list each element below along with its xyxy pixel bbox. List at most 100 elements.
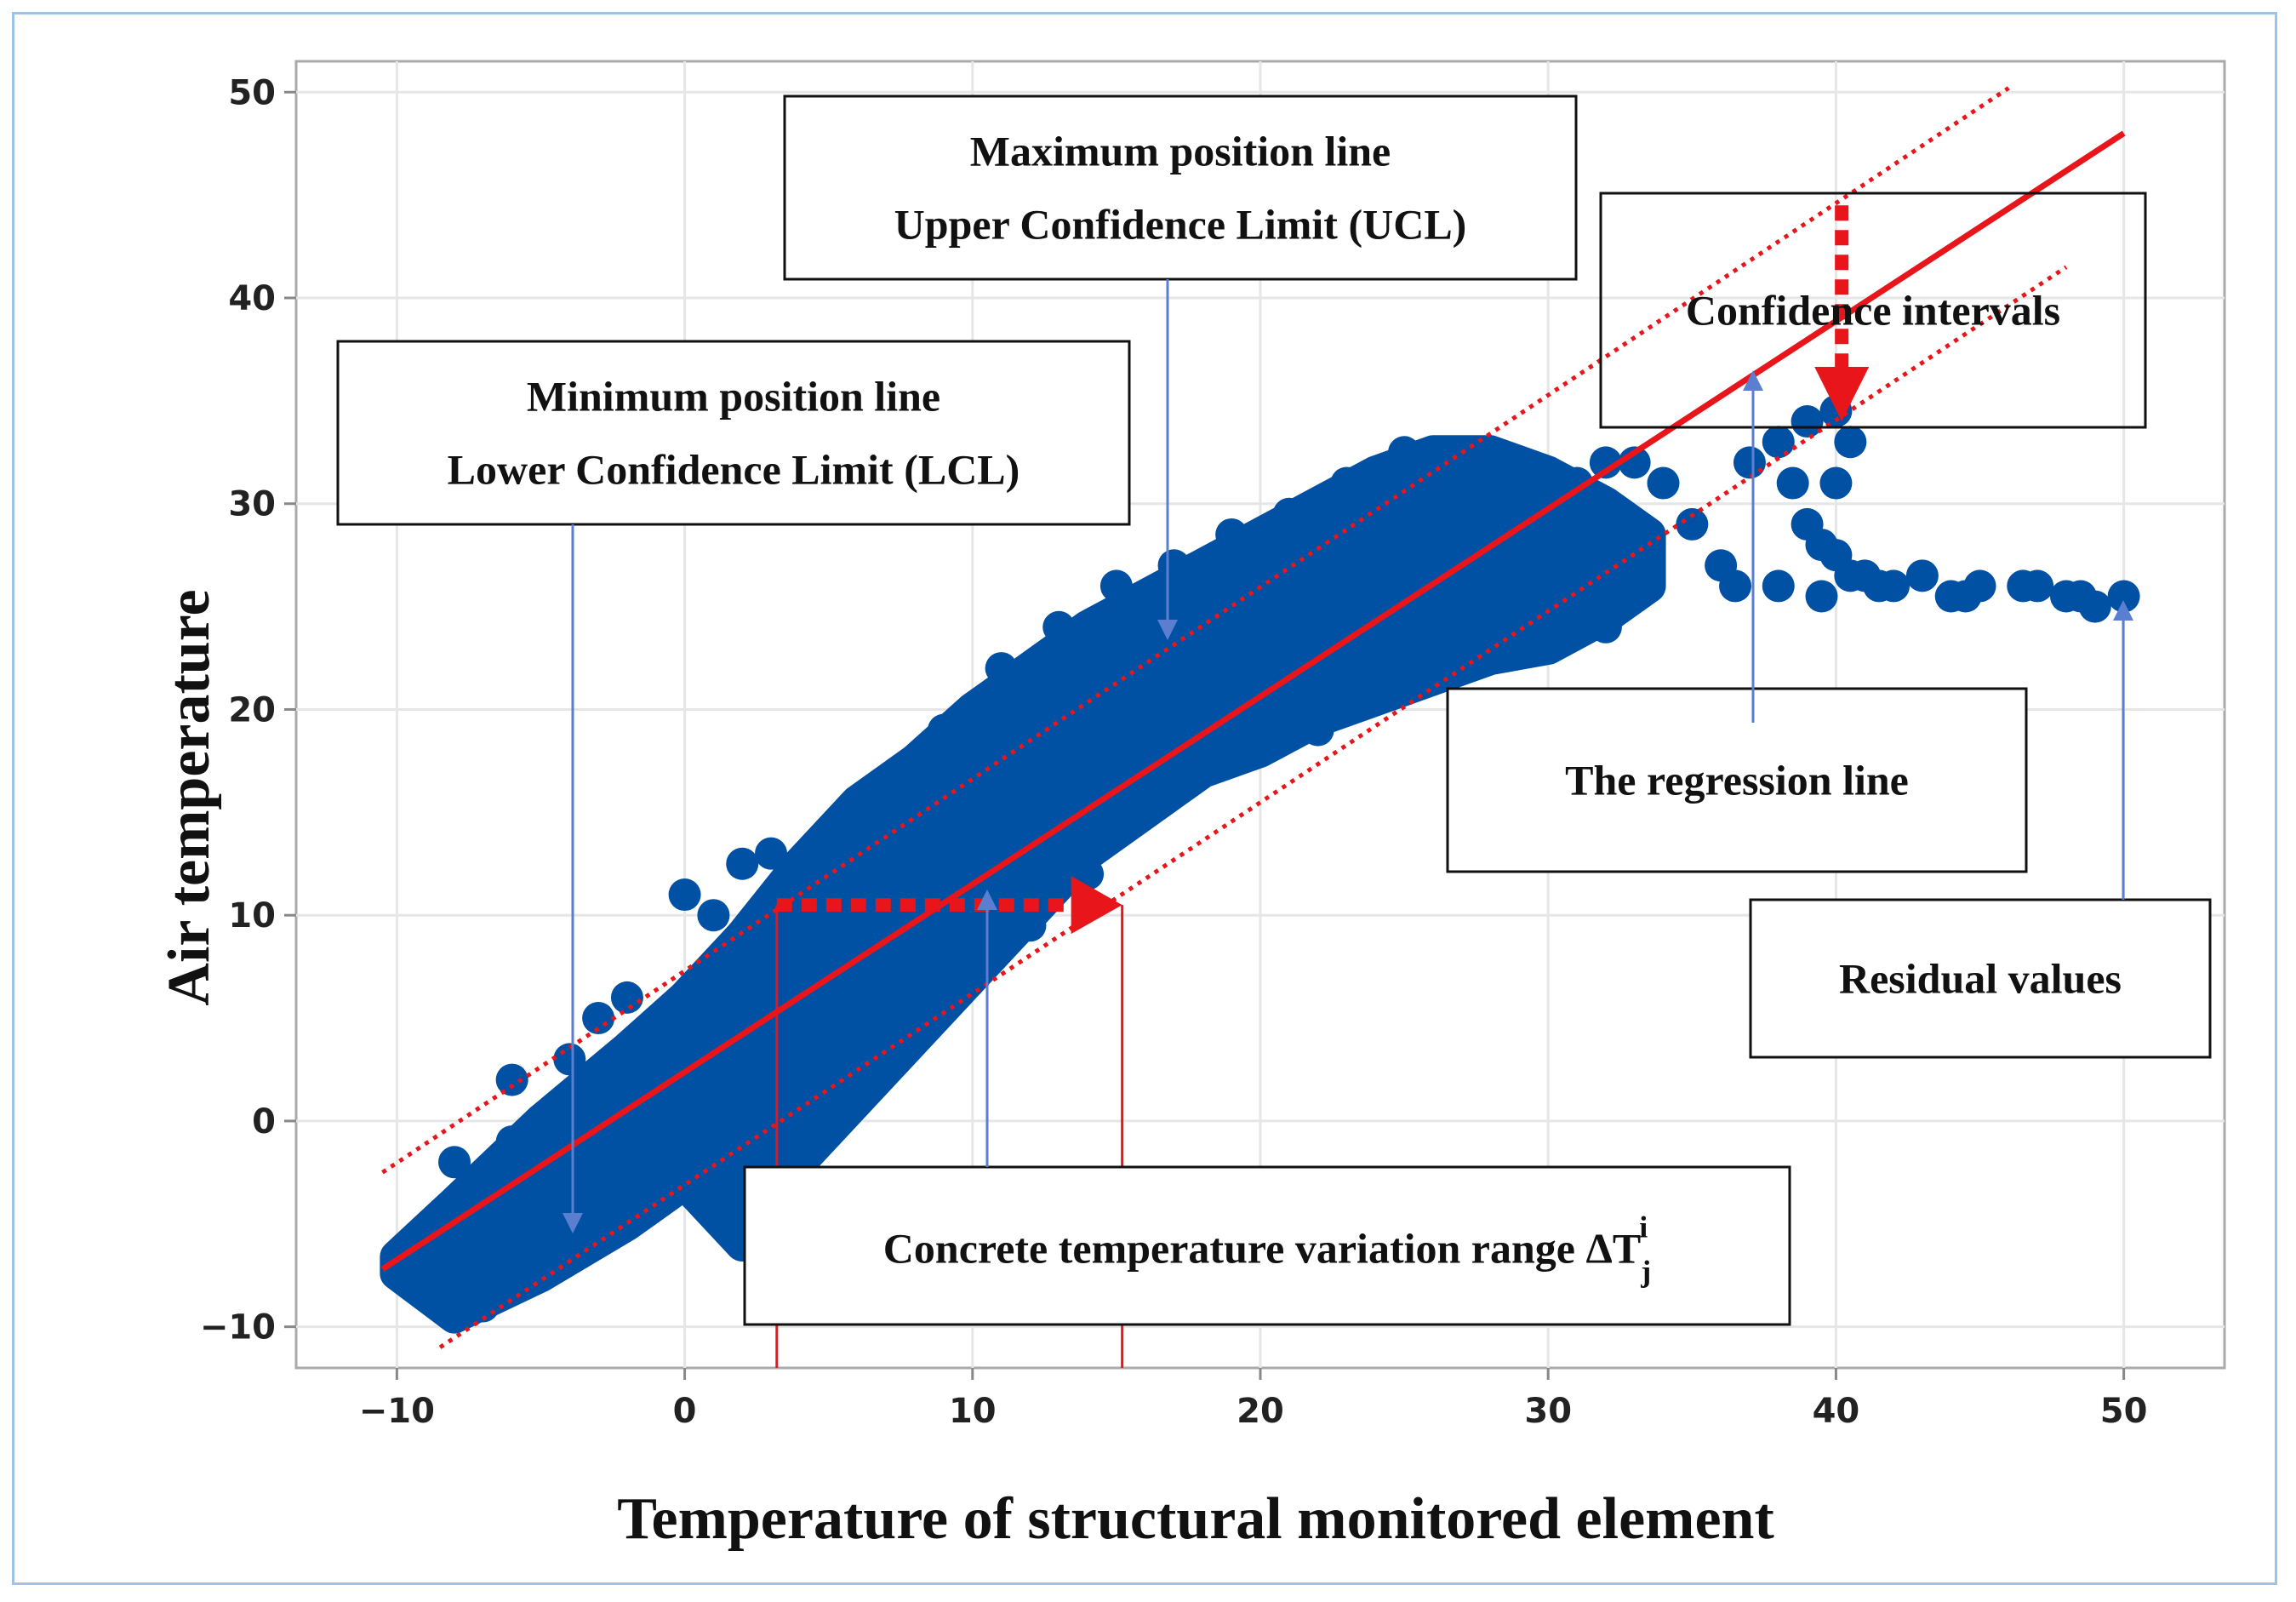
range-arrow-head bbox=[1071, 876, 1122, 935]
y-tick-label: 30 bbox=[228, 485, 276, 524]
data-point bbox=[1676, 507, 1709, 541]
data-point bbox=[1791, 405, 1824, 438]
data-point bbox=[1157, 549, 1191, 582]
annotation-text-min: Lower Confidence Limit (LCL) bbox=[448, 446, 1020, 494]
range-label-subscript: j bbox=[1640, 1255, 1651, 1289]
figure-frame: −10 0 10 20 30 40 50 −10 0 10 20 30 40 50 Maximum po… bbox=[12, 12, 2277, 1585]
range-label-superscript: i bbox=[1639, 1210, 1648, 1244]
annotation-box-max bbox=[783, 94, 1578, 281]
data-point bbox=[582, 1197, 615, 1230]
data-points bbox=[395, 394, 2140, 1323]
annotation-text-res: Residual values bbox=[1839, 955, 2122, 1003]
data-point bbox=[1503, 446, 1536, 479]
x-tick-label: −10 bbox=[359, 1392, 435, 1431]
data-point bbox=[1330, 466, 1363, 500]
data-point bbox=[2021, 569, 2054, 603]
ci-arrow-head bbox=[1814, 367, 1870, 422]
data-point bbox=[1834, 426, 1867, 459]
annotation-text-reg: The regression line bbox=[1565, 757, 1909, 804]
y-tick-label: −10 bbox=[200, 1308, 276, 1347]
data-point bbox=[899, 1022, 932, 1056]
data-point bbox=[755, 837, 788, 870]
data-point bbox=[1532, 621, 1565, 654]
y-tick-label: 50 bbox=[228, 73, 276, 112]
x-tick-label: 30 bbox=[1524, 1392, 1572, 1431]
annotation-text-range: Concrete temperature variation range ΔTj… bbox=[883, 1210, 1651, 1289]
data-point bbox=[495, 1063, 528, 1096]
y-axis-ticks: −10 0 10 20 30 40 50 bbox=[200, 73, 296, 1347]
data-point bbox=[610, 981, 643, 1014]
fit-lines bbox=[380, 86, 2126, 1349]
data-point bbox=[1963, 569, 1996, 603]
annotation-box-ci bbox=[1599, 192, 2147, 429]
data-point bbox=[1359, 683, 1392, 716]
y-tick-label: 0 bbox=[252, 1102, 276, 1141]
data-point bbox=[409, 1259, 443, 1292]
data-point bbox=[2107, 580, 2140, 613]
data-point bbox=[438, 1146, 471, 1179]
data-point bbox=[1647, 466, 1680, 500]
data-point bbox=[466, 1290, 500, 1323]
data-point bbox=[582, 1002, 615, 1035]
data-point bbox=[1905, 559, 1939, 592]
lcl-line bbox=[438, 265, 2068, 1349]
data-point bbox=[1719, 569, 1752, 603]
data-point bbox=[1215, 518, 1248, 551]
annotation-text-max: Upper Confidence Limit (UCL) bbox=[894, 201, 1467, 249]
y-tick-label: 10 bbox=[228, 896, 276, 935]
annotation-text-min: Minimum position line bbox=[527, 373, 940, 421]
data-point bbox=[1099, 569, 1133, 603]
data-point bbox=[1733, 446, 1766, 479]
annotation-text-ci: Confidence intervals bbox=[1686, 287, 2060, 335]
annotation-box-res bbox=[1749, 898, 2212, 1059]
regression-line bbox=[380, 130, 2126, 1272]
data-point bbox=[1272, 497, 1305, 530]
data-point bbox=[1128, 796, 1162, 829]
data-point bbox=[870, 765, 903, 798]
x-axis-ticks: −10 0 10 20 30 40 50 bbox=[359, 1368, 2148, 1431]
data-point bbox=[1805, 580, 1838, 613]
x-tick-label: 10 bbox=[949, 1392, 997, 1431]
x-tick-label: 0 bbox=[673, 1392, 697, 1431]
y-tick-label: 40 bbox=[228, 279, 276, 318]
data-point bbox=[985, 652, 1018, 685]
y-axis-title: Air temperature bbox=[157, 589, 222, 1005]
annotation-box-reg bbox=[1446, 687, 2028, 873]
data-point bbox=[1819, 466, 1853, 500]
x-axis-title: Temperature of structural monitored elem… bbox=[617, 1486, 1774, 1552]
x-tick-label: 20 bbox=[1237, 1392, 1284, 1431]
data-point bbox=[726, 847, 759, 880]
data-point bbox=[1244, 734, 1277, 767]
data-point bbox=[2078, 590, 2111, 623]
data-point bbox=[1776, 466, 1809, 500]
data-point bbox=[1877, 569, 1910, 603]
annotation-text-max: Maximum position line bbox=[970, 128, 1391, 175]
data-point bbox=[1589, 610, 1622, 644]
range-label-main: Concrete temperature variation range ΔT bbox=[883, 1225, 1641, 1273]
data-point bbox=[927, 713, 960, 747]
y-tick-label: 20 bbox=[228, 690, 276, 729]
data-point bbox=[1474, 631, 1507, 664]
data-point bbox=[697, 899, 730, 932]
scatter-chart: −10 0 10 20 30 40 50 −10 0 10 20 30 40 50 Maximum po… bbox=[157, 60, 2226, 1552]
data-point bbox=[1762, 426, 1795, 459]
data-point bbox=[495, 1125, 528, 1159]
data-point bbox=[1388, 436, 1421, 469]
data-point bbox=[524, 1217, 557, 1250]
annotation-box-min bbox=[336, 340, 1131, 526]
x-tick-label: 40 bbox=[1813, 1392, 1860, 1431]
data-point bbox=[1589, 446, 1622, 479]
annotation-box-range bbox=[743, 1165, 1791, 1326]
data-point bbox=[1762, 569, 1795, 603]
data-point bbox=[1301, 713, 1334, 747]
data-point bbox=[1416, 652, 1449, 685]
data-point bbox=[1186, 754, 1219, 787]
data-point bbox=[841, 1084, 874, 1117]
data-point bbox=[438, 1279, 471, 1313]
data-point bbox=[1014, 909, 1047, 942]
x-tick-label: 50 bbox=[2100, 1392, 2148, 1431]
data-point bbox=[812, 816, 845, 850]
data-point bbox=[668, 878, 701, 912]
data-point bbox=[1042, 610, 1076, 644]
